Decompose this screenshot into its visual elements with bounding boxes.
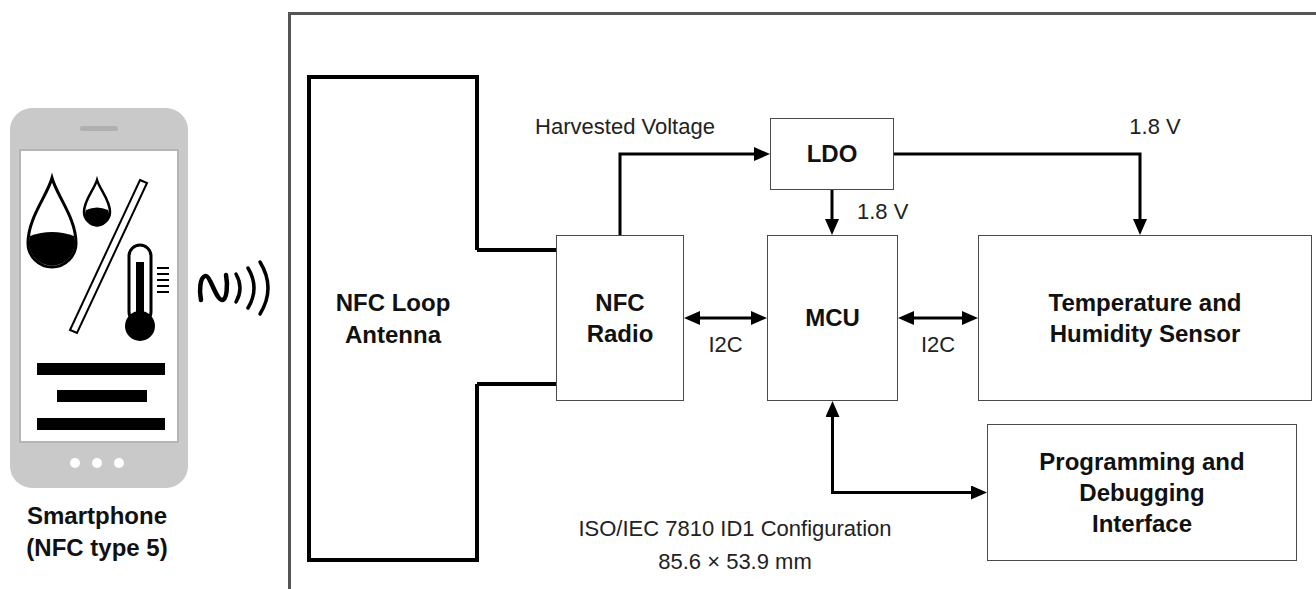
phone-body [10,108,188,488]
block-label: Programming and Debugging Interface [1028,446,1256,540]
block-label: LDO [807,138,858,169]
connector [831,190,834,227]
phone-screen [20,150,178,442]
antenna-outline [307,75,479,562]
device-caption: Smartphone (NFC type 5) [7,500,187,565]
block-label: NFC Loop Antenna [323,287,463,349]
antenna-loop: NFC Loop Antenna [307,75,479,562]
connector [620,154,762,235]
phone-speaker [80,126,118,131]
mcu-block: MCU [767,235,898,401]
text-bar [57,390,147,402]
signal-label: 1.8 V [1126,114,1183,140]
nfc-symbol [200,262,268,314]
drop-fill [85,208,109,227]
connector [477,248,556,252]
text-bar [37,363,165,375]
smartphone-illustration [10,108,188,488]
card-outline: ISO/IEC 7810 ID1 Configuration 85.6 × 53… [288,12,1316,589]
thermometer-ticks [157,268,169,292]
radio-block: NFC Radio [556,235,684,401]
phone-button [92,458,102,468]
connector [833,409,980,493]
signal-label: Harvested Voltage [532,114,718,140]
connector [894,154,1140,227]
drop-fill [29,232,75,266]
sensor-block: Temperature and Humidity Sensor [978,235,1312,401]
connector [906,317,970,320]
drop-icon [28,178,76,267]
block-label: MCU [805,302,860,333]
phone-button [114,458,124,468]
signal-label: I2C [918,332,958,358]
card-caption: ISO/IEC 7810 ID1 Configuration 85.6 × 53… [567,512,903,578]
connector [477,382,556,386]
interface-block: Programming and Debugging Interface [987,424,1297,561]
signal-label: 1.8 V [854,199,911,225]
regulator-block: LDO [770,118,894,190]
text-bar [37,418,165,430]
antenna-trace [309,77,477,560]
connector [692,317,759,320]
block-label: NFC Radio [575,287,665,349]
block-label: Temperature and Humidity Sensor [1005,287,1285,349]
phone-button [70,458,80,468]
signal-label: I2C [705,332,745,358]
thermometer-bulb [125,311,155,341]
